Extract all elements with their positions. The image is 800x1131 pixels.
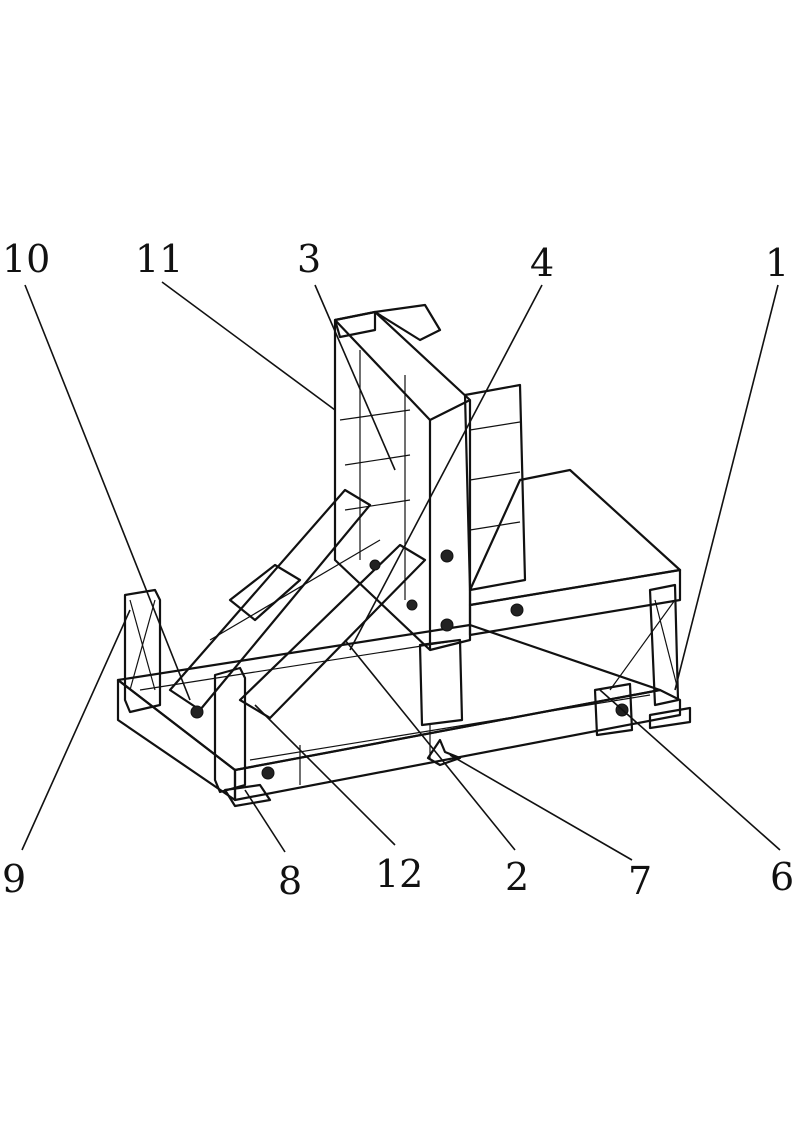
label-9: 9: [2, 857, 26, 901]
label-12: 12: [375, 852, 423, 896]
label-1: 1: [765, 241, 789, 285]
label-3: 3: [297, 237, 321, 281]
left-post: [123, 588, 272, 808]
bolts: [190, 549, 629, 780]
label-10: 10: [2, 237, 50, 281]
label-6: 6: [770, 855, 794, 899]
platform: [418, 383, 692, 767]
leader-lines: [21, 281, 781, 861]
upright-frame: [333, 303, 472, 652]
diagonal-arms: [168, 488, 427, 720]
label-4: 4: [530, 241, 554, 285]
label-11: 11: [135, 237, 183, 281]
label-2: 2: [505, 855, 529, 899]
label-8: 8: [278, 859, 302, 903]
label-7: 7: [628, 859, 652, 903]
